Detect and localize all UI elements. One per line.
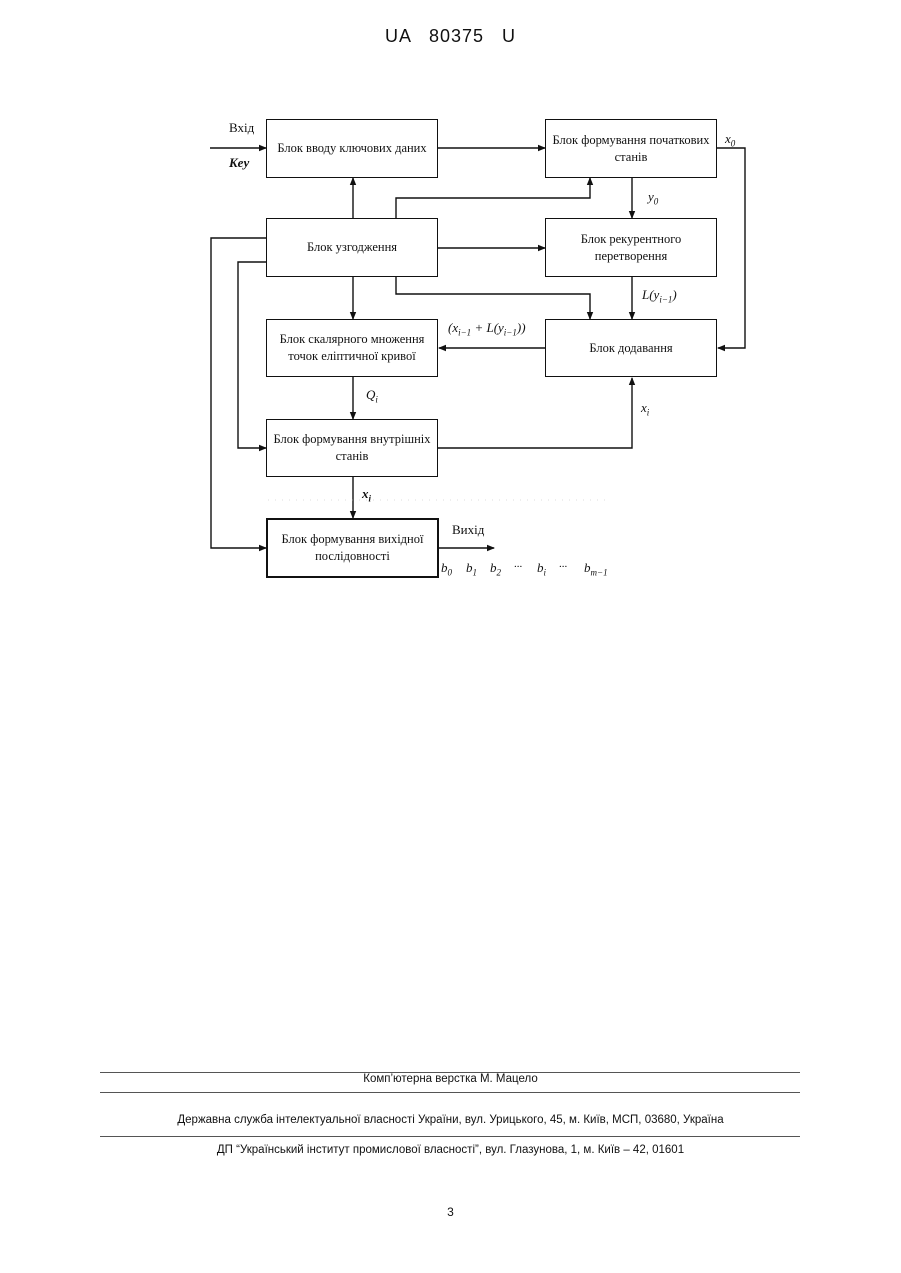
footer-layout-credit: Комп’ютерна верстка М. Мацело: [0, 1073, 901, 1085]
block-internal-states-label: Блок формування внутрішніх станів: [271, 431, 433, 465]
page-number: 3: [0, 1205, 901, 1219]
block-initial-states: Блок формування початкових станів: [545, 119, 717, 178]
block-scalar-mult-label: Блок скалярного множення точок еліптично…: [271, 331, 433, 365]
block-recurrent-label: Блок рекурентного перетворення: [550, 231, 712, 265]
label-output: Вихід: [452, 522, 484, 538]
block-output-sequence: Блок формування вихідної послідовності: [266, 518, 439, 578]
label-xi-down: xi: [362, 486, 371, 504]
arrow-coord-initial: [396, 178, 590, 218]
footer-institute: ДП “Український інститут промислової вла…: [0, 1144, 901, 1156]
footer-divider-3: [100, 1136, 800, 1137]
label-L-yi-1: L(yi−1): [642, 287, 677, 305]
label-y0: y0: [648, 189, 658, 207]
block-coordination-label: Блок узгодження: [307, 239, 397, 256]
block-key-input: Блок вводу ключових даних: [266, 119, 438, 178]
label-x0: x0: [725, 131, 735, 149]
label-dots-2: ...: [559, 558, 567, 570]
label-input: Вхід: [229, 120, 254, 136]
block-addition: Блок додавання: [545, 319, 717, 377]
block-addition-label: Блок додавання: [589, 340, 672, 357]
block-scalar-mult: Блок скалярного множення точок еліптично…: [266, 319, 438, 377]
footer-divider-2: [100, 1092, 800, 1093]
arrow-coord-internal: [238, 262, 266, 448]
block-output-sequence-label: Блок формування вихідної послідовності: [272, 531, 433, 565]
footer-agency: Державна служба інтелектуальної власност…: [0, 1114, 901, 1126]
block-internal-states: Блок формування внутрішніх станів: [266, 419, 438, 477]
label-b2: b2: [490, 560, 501, 578]
block-initial-states-label: Блок формування початкових станів: [550, 132, 712, 166]
arrow-internal-addition: [438, 378, 632, 448]
label-xi-right: xi: [641, 400, 649, 418]
arrow-coord-addition: [396, 277, 590, 319]
label-sum-expression: (xi−1 + L(yi−1)): [448, 320, 526, 338]
block-key-input-label: Блок вводу ключових даних: [277, 140, 426, 157]
block-diagram: [0, 0, 901, 700]
block-recurrent: Блок рекурентного перетворення: [545, 218, 717, 277]
arrow-x0-addition: [717, 148, 745, 348]
block-coordination: Блок узгодження: [266, 218, 438, 277]
label-dots-1: ...: [514, 558, 522, 570]
label-Qi: Qi: [366, 387, 378, 405]
label-bm-1: bm−1: [584, 560, 608, 578]
label-b0: b0: [441, 560, 452, 578]
label-key: Key: [229, 155, 249, 171]
label-b1: b1: [466, 560, 477, 578]
label-bi: bi: [537, 560, 546, 578]
